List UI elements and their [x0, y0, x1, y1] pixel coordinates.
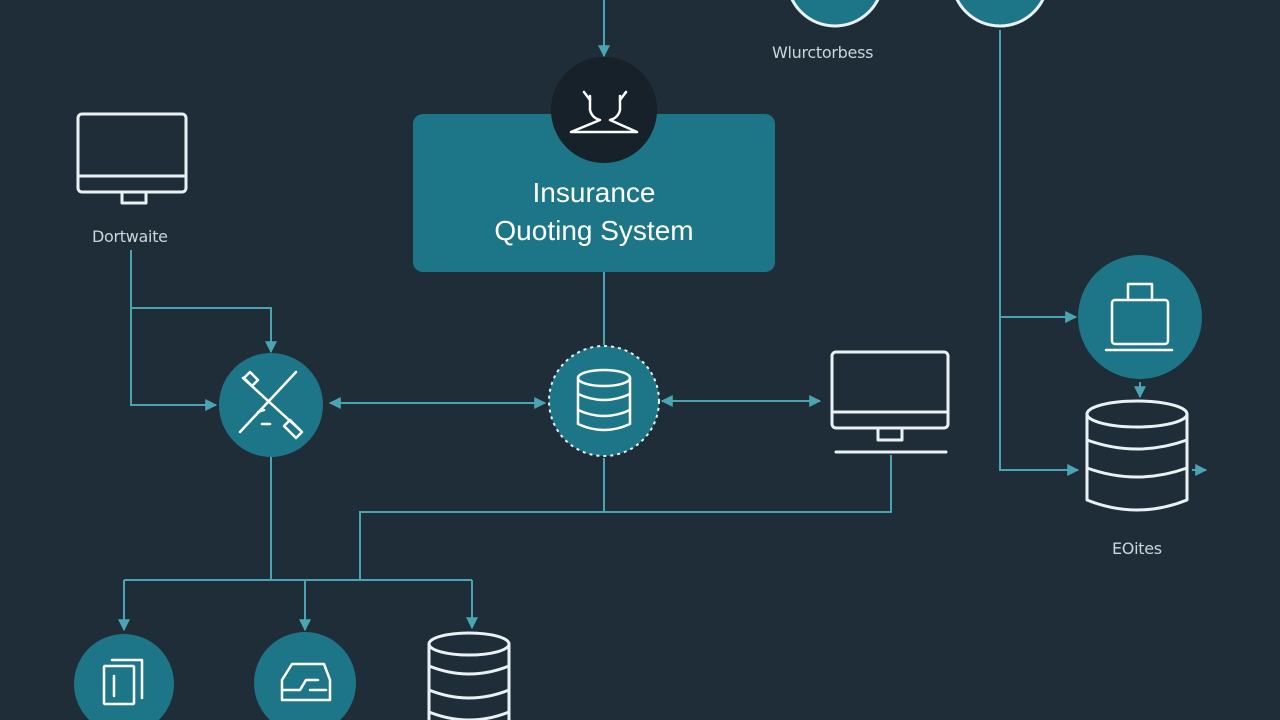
center-database-node [548, 345, 660, 457]
right-database-label: EOites [1112, 539, 1162, 558]
connector-monitor-down [359, 455, 892, 580]
center-database-icon [576, 368, 632, 432]
bottom-database-icon [427, 631, 511, 720]
connector-monitor-to-tools [130, 250, 218, 411]
users-icon [569, 94, 639, 134]
title-line-2: Quoting System [494, 215, 694, 246]
doc-node [74, 634, 174, 720]
users-badge [551, 57, 657, 163]
left-monitor-icon [76, 112, 188, 205]
car-node [254, 632, 356, 720]
top-circle-right [955, 0, 1045, 28]
connectors [118, 0, 1208, 632]
car-icon [280, 662, 332, 702]
right-monitor-icon [830, 350, 950, 454]
right-database-icon [1085, 399, 1189, 512]
users-icon-ears [582, 90, 628, 102]
left-monitor-label: Dortwaite [92, 227, 168, 246]
top-right-label: Wlurctorbess [772, 43, 874, 62]
top-circle-left [790, 0, 880, 28]
tools-node [219, 353, 323, 457]
bag-node [1078, 255, 1202, 379]
connector-monitor-to-tools-top [131, 307, 277, 354]
central-title: Insurance Quoting System [413, 174, 775, 250]
document-icon [102, 658, 144, 706]
title-line-1: Insurance [532, 177, 656, 208]
connector-right-vertical [999, 30, 1080, 476]
tools-icon [238, 370, 304, 440]
shopping-bag-icon [1104, 282, 1174, 352]
